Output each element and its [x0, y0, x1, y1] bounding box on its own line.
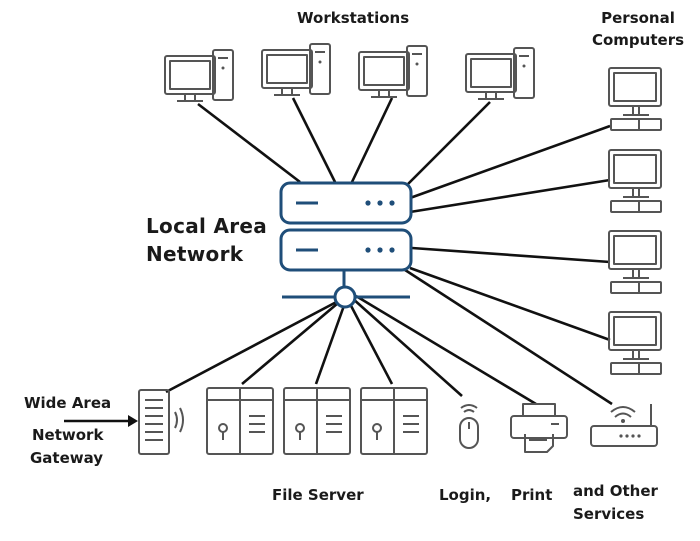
pc-4-desktop-monitor-icon	[608, 311, 662, 375]
file-server-1-server-cabinet-icon	[206, 387, 274, 455]
login-label: Login,	[439, 486, 492, 504]
link-pc-3	[411, 246, 611, 264]
file-server-3-server-cabinet-icon	[360, 387, 428, 455]
wan-label-line1: Wide Area	[24, 394, 112, 412]
server-rack-icon	[279, 181, 413, 309]
pc-1-desktop-monitor-icon	[608, 67, 662, 131]
lan-label-line1: Local Area	[146, 214, 268, 238]
workstations-label: Workstations	[297, 9, 410, 27]
file-server-label: File Server	[272, 486, 364, 504]
link-services	[401, 266, 613, 406]
link-login	[351, 297, 463, 397]
gateway-device-icon	[138, 389, 184, 455]
link-workstation-3	[350, 97, 394, 183]
personal-computers-label-line1: Personal	[601, 9, 675, 27]
workstation-2-desktop-tower-icon	[261, 43, 331, 96]
connection-lines	[165, 97, 613, 406]
link-print	[355, 294, 537, 406]
workstation-3-desktop-tower-icon	[358, 45, 428, 98]
link-workstation-1	[197, 102, 301, 184]
link-gateway	[165, 296, 345, 394]
wan-label-line3: Gateway	[30, 449, 104, 467]
gateway-arrow-icon	[64, 415, 138, 427]
workstation-1-desktop-tower-icon	[164, 49, 234, 102]
file-server-2-server-cabinet-icon	[283, 387, 351, 455]
link-pc-2	[409, 178, 611, 214]
print-label: Print	[511, 486, 553, 504]
workstation-4-desktop-tower-icon	[465, 47, 535, 100]
pc-3-desktop-monitor-icon	[608, 230, 662, 294]
lan-label-line2: Network	[146, 242, 244, 266]
link-file-server-1	[241, 297, 345, 385]
printer-icon	[510, 403, 568, 453]
login-mouse-icon	[459, 404, 479, 449]
link-file-server-3	[346, 299, 394, 385]
link-workstation-2	[291, 97, 337, 183]
other-services-label-line1: and Other	[573, 482, 658, 500]
wifi-router-icon	[590, 404, 658, 447]
wan-label-line2: Network	[32, 426, 104, 444]
other-services-label-line2: Services	[573, 505, 645, 523]
link-workstation-4	[405, 101, 491, 187]
personal-computers-label-line2: Computers	[591, 31, 685, 49]
link-pc-1	[409, 124, 611, 200]
link-pc-4	[409, 266, 611, 342]
link-file-server-2	[314, 299, 348, 385]
pc-2-desktop-monitor-icon	[608, 149, 662, 213]
